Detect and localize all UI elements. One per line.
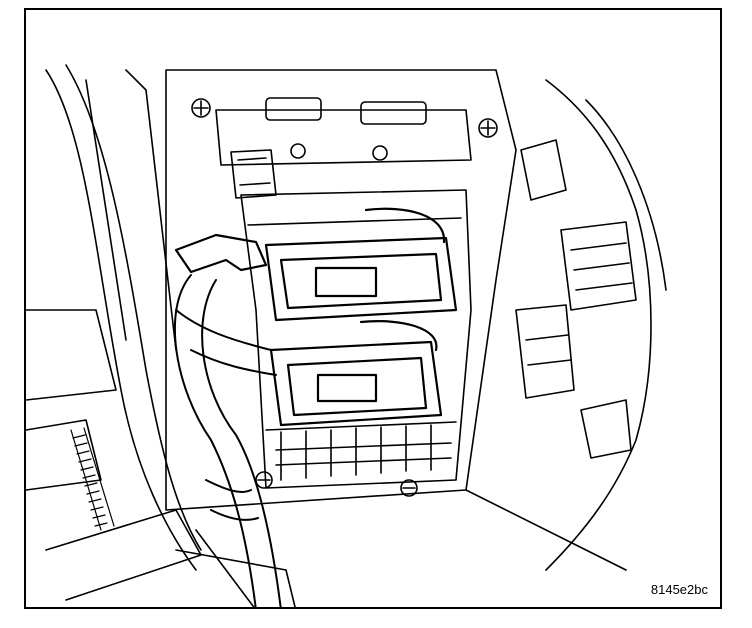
illustration-frame: 8145e2bc — [24, 8, 722, 609]
mounting-bracket — [165, 69, 517, 511]
right-harness-bundle — [515, 79, 667, 571]
bolt-icon-upper-left — [191, 98, 211, 118]
corrugated-conduit — [70, 427, 115, 531]
bolt-icon-lower-right — [400, 479, 418, 497]
bolt-icon-lower-left — [255, 471, 273, 489]
bolt-icon-upper-right — [478, 118, 498, 138]
wiring-harness — [173, 274, 282, 607]
lower-floor-panel — [175, 489, 627, 607]
control-module — [240, 189, 472, 489]
left-trim-panel — [26, 64, 202, 601]
lower-wire-connector — [269, 320, 443, 427]
upper-wire-connector — [174, 207, 458, 322]
small-connector — [230, 149, 277, 199]
technical-illustration — [26, 64, 667, 607]
figure-id-label: 8145e2bc — [650, 582, 708, 597]
